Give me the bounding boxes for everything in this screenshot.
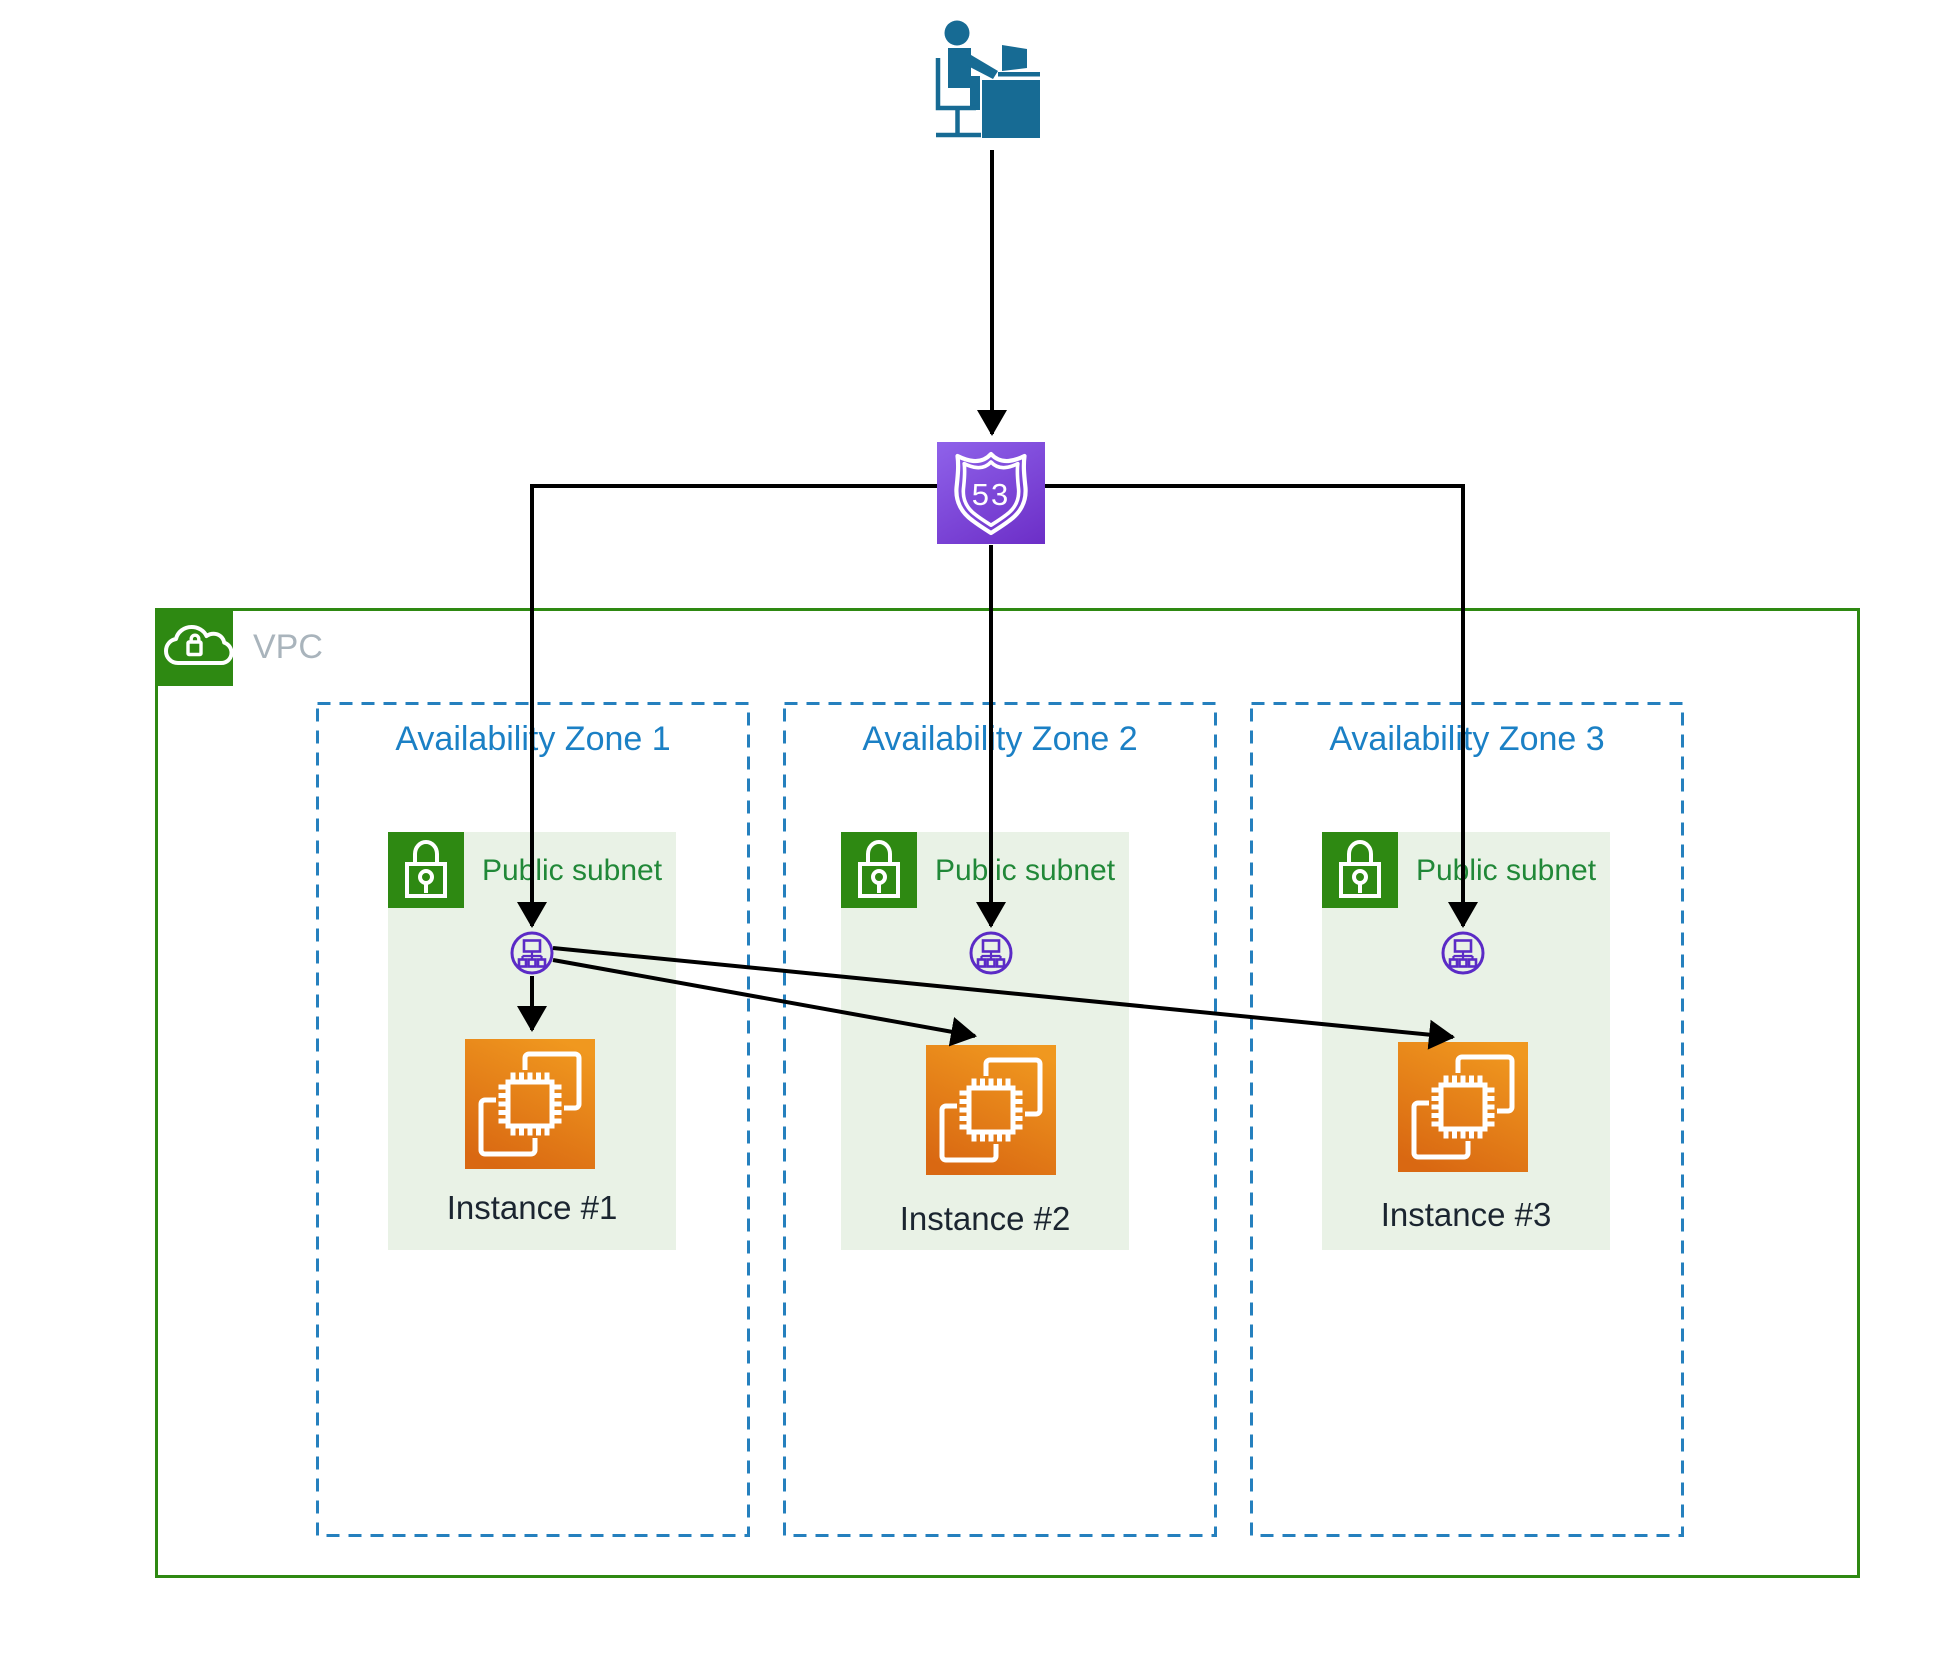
route-53-shield-icon: 53 <box>937 442 1045 544</box>
padlock-icon <box>388 832 464 908</box>
ec2-instance-icon-1 <box>465 1039 595 1169</box>
subnet-2-label: Public subnet <box>934 854 1116 887</box>
padlock-icon <box>841 832 917 908</box>
vpc-label: VPC <box>253 628 323 666</box>
ec2-instance-icon-3 <box>1398 1042 1528 1172</box>
instance-2-label: Instance #2 <box>899 1200 1071 1237</box>
az1-label: Availability Zone 1 <box>395 720 671 758</box>
vpc-cloud-lock-icon <box>155 608 234 686</box>
subnet-network-icon-1 <box>510 931 554 975</box>
person-at-computer-icon <box>930 8 1045 153</box>
route53-shield-number: 53 <box>972 477 1010 512</box>
vpc-box <box>155 608 1860 1578</box>
subnet-1-label: Public subnet <box>481 854 663 887</box>
ec2-instance-icon-2 <box>926 1045 1056 1175</box>
subnet-network-icon-2 <box>969 931 1013 975</box>
az3-label: Availability Zone 3 <box>1329 720 1605 758</box>
padlock-icon <box>1322 832 1398 908</box>
public-subnet-2: Public subnet <box>841 832 1129 1250</box>
subnet-3-label: Public subnet <box>1415 854 1597 887</box>
instance-1-label: Instance #1 <box>446 1189 618 1226</box>
public-subnet-3: Public subnet <box>1322 832 1610 1250</box>
az2-label: Availability Zone 2 <box>862 720 1138 758</box>
subnet-network-icon-3 <box>1441 931 1485 975</box>
instance-3-label: Instance #3 <box>1380 1196 1552 1233</box>
